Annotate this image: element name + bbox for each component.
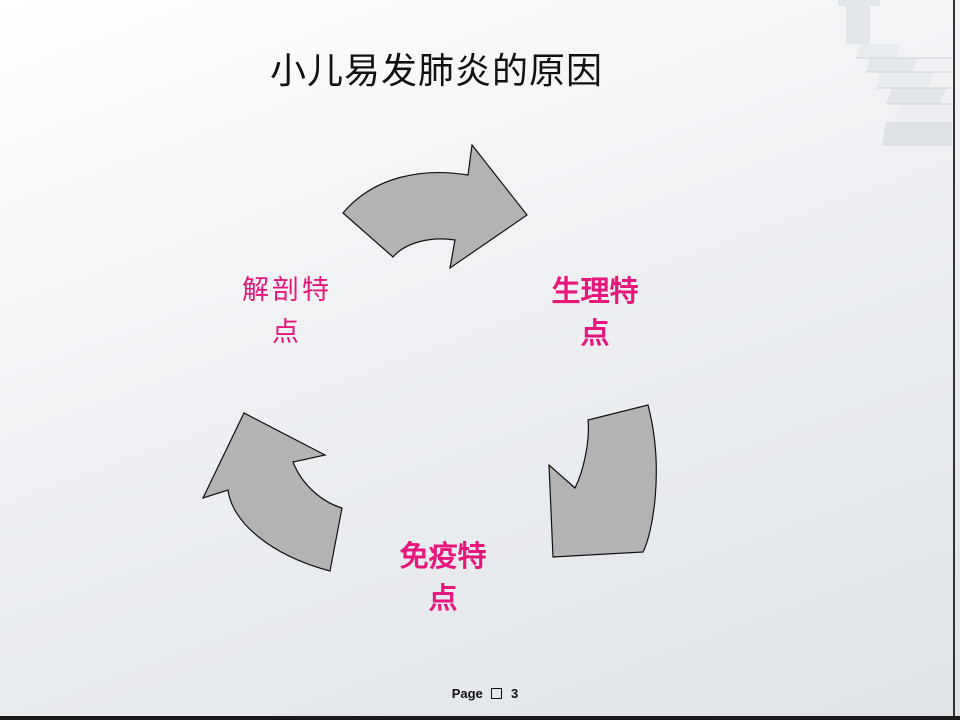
cycle-arrow-right — [548, 404, 657, 558]
label-immunity: 免疫特点 — [399, 539, 487, 615]
label-anatomy: 解剖特点 — [242, 275, 332, 348]
cycle-arrow-left — [201, 412, 343, 572]
square-glyph-icon — [491, 688, 503, 699]
page-label: Page — [451, 686, 483, 701]
right-border-line — [953, 0, 955, 716]
cycle-arrow-top — [342, 143, 528, 270]
page-number: 3 — [511, 686, 519, 701]
label-physiology: 生理特点 — [551, 274, 639, 350]
page-footer: Page 3 — [0, 686, 960, 701]
page-title: 小儿易发肺炎的原因 — [270, 51, 604, 92]
staircase-to-sky-icon — [838, 0, 952, 146]
bottom-border-line — [0, 716, 960, 720]
